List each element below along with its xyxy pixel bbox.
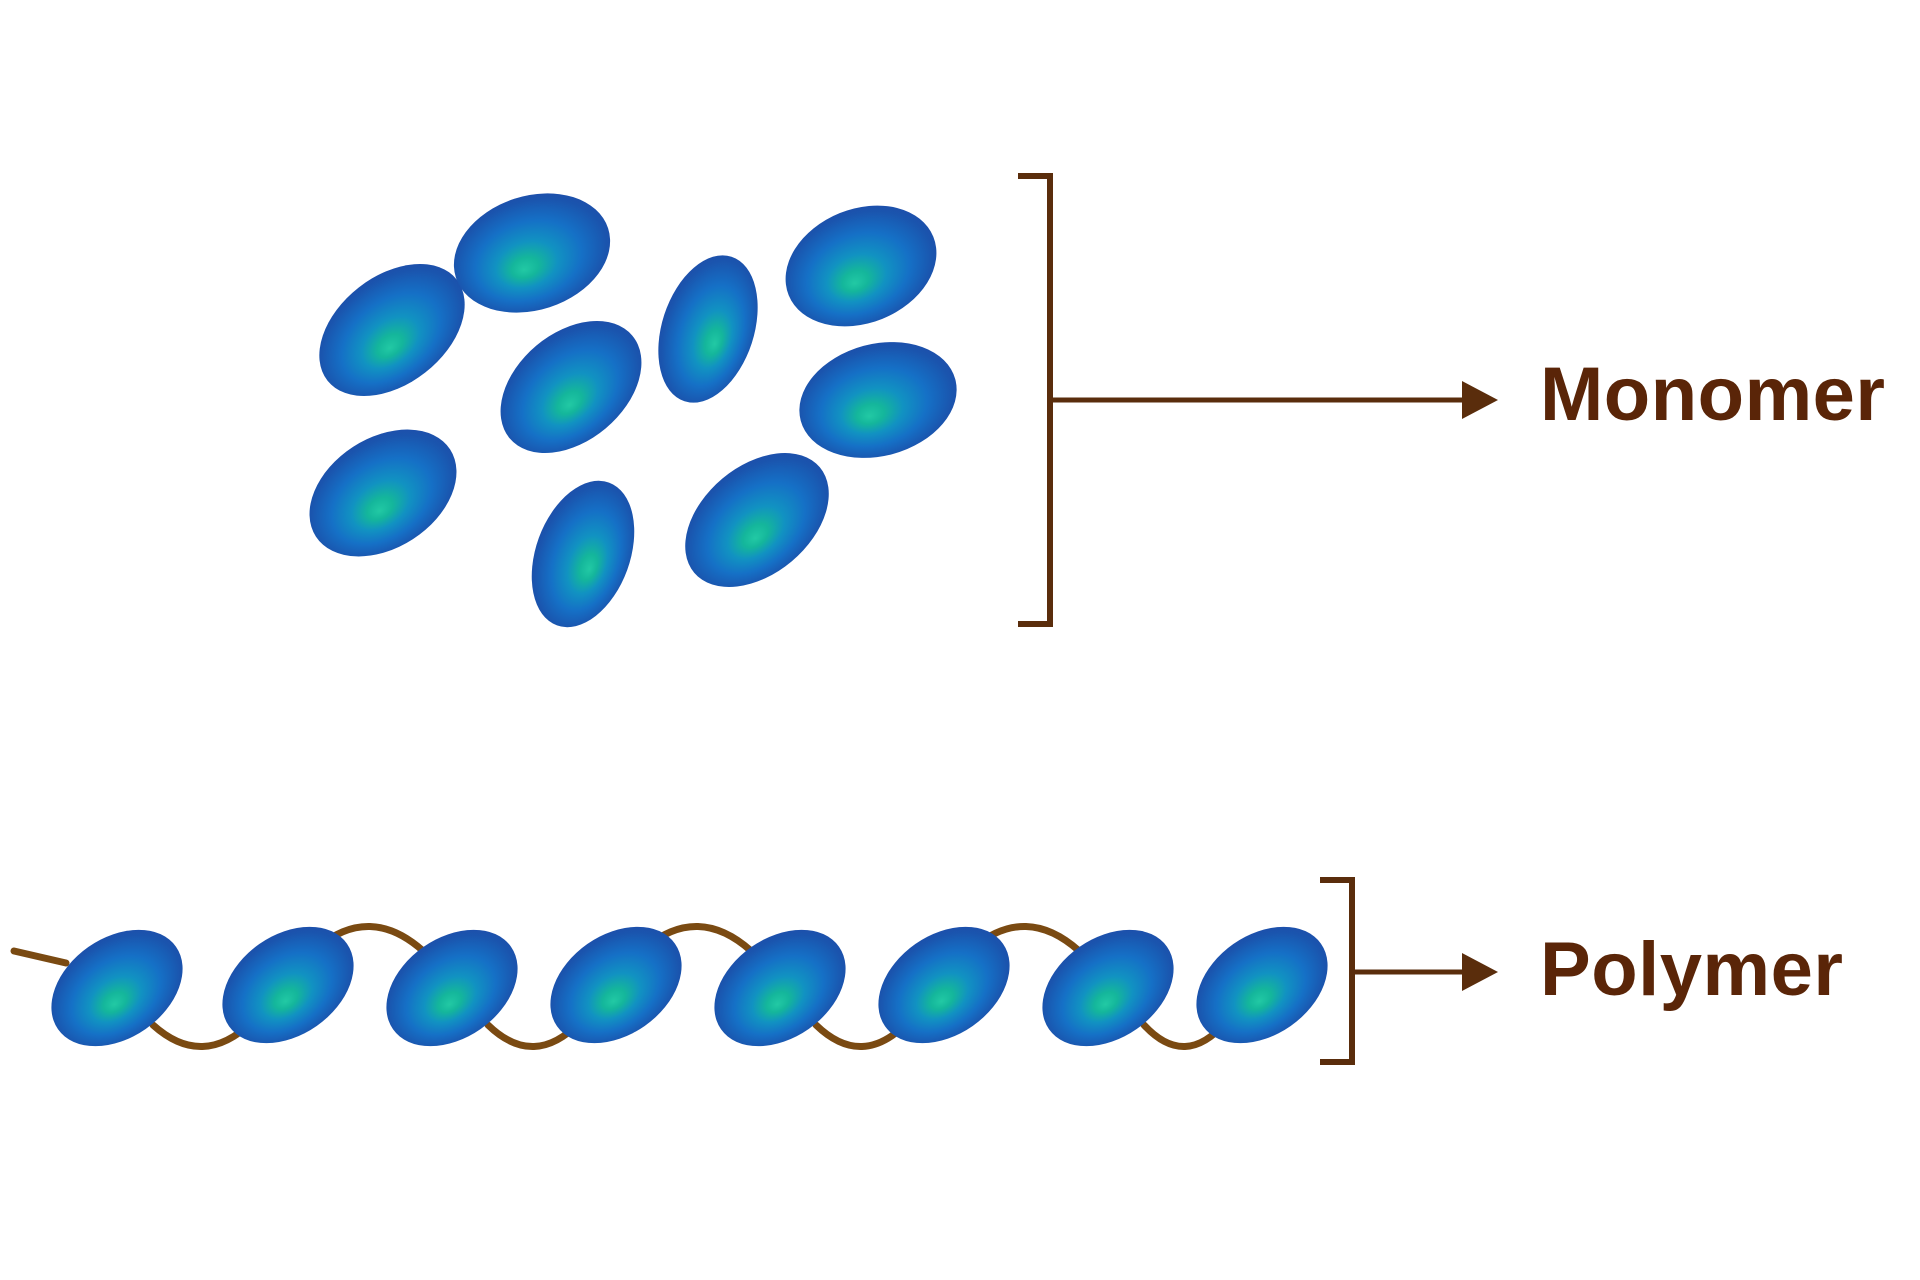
monomer-arrow (1050, 381, 1498, 419)
polymer-chain-tail (10, 947, 70, 967)
monomer-section: Monomer (309, 173, 1886, 628)
polymer-unit-shade (550, 926, 682, 1044)
monomer-unit-shade (785, 205, 937, 327)
monomer-unit-shade (309, 429, 457, 557)
polymer-unit-shade (386, 929, 518, 1047)
polymer-section: Polymer (10, 877, 1843, 1065)
monomer-unit-shade (319, 263, 465, 397)
monomer-bracket (1018, 173, 1053, 627)
polymer-unit (714, 929, 846, 1047)
monomer-unit-shade (453, 193, 611, 313)
monomer-unit-cluster (309, 193, 957, 628)
polymer-unit-shade (878, 926, 1010, 1044)
monomer-arrow-head (1462, 381, 1498, 419)
monomer-unit-shade (531, 480, 635, 628)
monomer-unit (309, 429, 457, 557)
polymer-unit-shade (714, 929, 846, 1047)
polymer-unit (878, 926, 1010, 1044)
polymer-unit (550, 926, 682, 1044)
monomer-unit-shade (658, 255, 758, 403)
monomer-unit (799, 342, 957, 458)
polymer-unit (386, 929, 518, 1047)
monomer-unit-shade (500, 321, 642, 453)
polymer-label: Polymer (1540, 927, 1843, 1012)
monomer-unit (685, 452, 829, 588)
polymer-unit-shade (222, 926, 354, 1044)
polymer-arrow (1352, 953, 1498, 991)
polymer-unit (1042, 929, 1174, 1047)
polymer-unit-chain (51, 926, 1328, 1047)
polymer-unit-shade (51, 929, 183, 1047)
polymer-unit (51, 929, 183, 1047)
polymer-unit (1196, 926, 1328, 1044)
monomer-bracket-path (1018, 173, 1053, 627)
monomer-unit (531, 480, 635, 628)
monomer-unit (785, 205, 937, 327)
monomer-unit-shade (685, 452, 829, 588)
polymer-unit-shade (1042, 929, 1174, 1047)
monomer-unit (453, 193, 611, 313)
polymer-unit-shade (1196, 926, 1328, 1044)
monomer-unit (500, 321, 642, 453)
monomer-unit (658, 255, 758, 403)
polymer-unit (222, 926, 354, 1044)
monomer-unit-shade (799, 342, 957, 458)
polymer-arrow-head (1462, 953, 1498, 991)
monomer-label: Monomer (1540, 352, 1886, 437)
monomer-unit (319, 263, 465, 397)
